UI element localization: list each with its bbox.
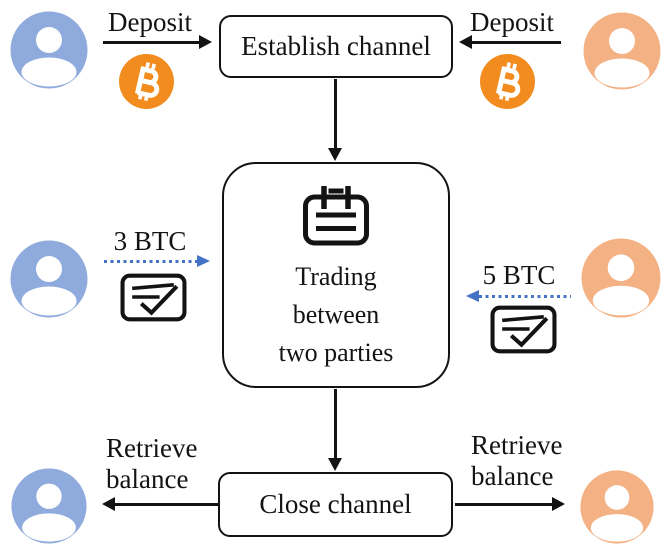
trading-node: Trading between two parties xyxy=(222,162,450,388)
user-right-avatar-middle xyxy=(581,238,661,318)
payment-right-dotted-line xyxy=(479,295,571,298)
receipt-left-icon xyxy=(120,273,187,322)
avatar-shoulders xyxy=(21,286,77,316)
avatar-head xyxy=(36,483,62,509)
avatar-shoulders xyxy=(21,57,77,87)
payment-right-amount-label: 5 BTC xyxy=(482,260,556,290)
avatar-head xyxy=(609,28,635,54)
retrieve-left-label: Retrieve balance xyxy=(106,433,198,494)
deposit-left-arrow-line xyxy=(103,41,200,44)
user-right-avatar-top xyxy=(583,12,661,90)
retrieve-left-arrow-line xyxy=(115,503,218,506)
avatar-shoulders xyxy=(594,58,650,88)
avatar-shoulders xyxy=(592,285,650,316)
avatar-shoulders xyxy=(590,514,644,542)
avatar-head xyxy=(607,254,635,282)
user-left-avatar-bottom xyxy=(11,468,87,544)
retrieve-right-arrow-line xyxy=(455,503,553,506)
trading-node-label: Trading between two parties xyxy=(278,262,394,367)
avatar-head xyxy=(604,485,630,510)
bitcoin-b-glyph xyxy=(134,62,160,102)
payment-left-dotted-line xyxy=(104,260,198,263)
establish-channel-node: Establish channel xyxy=(219,15,453,78)
deposit-left-arrowhead-icon xyxy=(199,35,212,49)
avatar-shoulders xyxy=(22,513,76,542)
receipt-right-icon xyxy=(490,305,557,354)
ledger-clipboard-icon xyxy=(303,186,369,246)
avatar-head xyxy=(36,27,62,53)
user-left-avatar-top xyxy=(10,11,88,89)
retrieve-right-arrowhead-icon xyxy=(552,497,565,511)
bitcoin-b-glyph xyxy=(495,62,521,102)
deposit-right-label: Deposit xyxy=(470,7,554,37)
deposit-right-arrowhead-icon xyxy=(459,35,472,49)
payment-left-amount-label: 3 BTC xyxy=(113,226,187,256)
bitcoin-coin-left-icon xyxy=(119,54,174,109)
establish-to-trading-arrowhead-icon xyxy=(328,148,342,161)
deposit-left-label: Deposit xyxy=(108,7,192,37)
retrieve-right-label: Retrieve balance xyxy=(471,430,563,491)
receipt-strokes xyxy=(490,305,557,354)
payment-right-arrowhead-icon xyxy=(466,290,479,302)
bitcoin-coin-right-icon xyxy=(480,54,535,109)
user-right-avatar-bottom xyxy=(580,470,654,544)
receipt-strokes xyxy=(120,273,187,322)
establish-to-trading-line xyxy=(334,79,337,149)
trading-to-close-line xyxy=(334,389,337,459)
avatar-head xyxy=(36,256,62,282)
establish-channel-label: Establish channel xyxy=(241,30,431,61)
deposit-right-arrow-line xyxy=(472,41,561,44)
retrieve-left-arrowhead-icon xyxy=(102,497,115,511)
trading-to-close-arrowhead-icon xyxy=(328,458,342,471)
close-channel-node: Close channel xyxy=(218,472,453,537)
user-left-avatar-middle xyxy=(10,240,88,318)
ledger-strokes xyxy=(303,186,369,246)
payment-left-arrowhead-icon xyxy=(197,255,210,267)
close-channel-label: Close channel xyxy=(259,488,412,519)
